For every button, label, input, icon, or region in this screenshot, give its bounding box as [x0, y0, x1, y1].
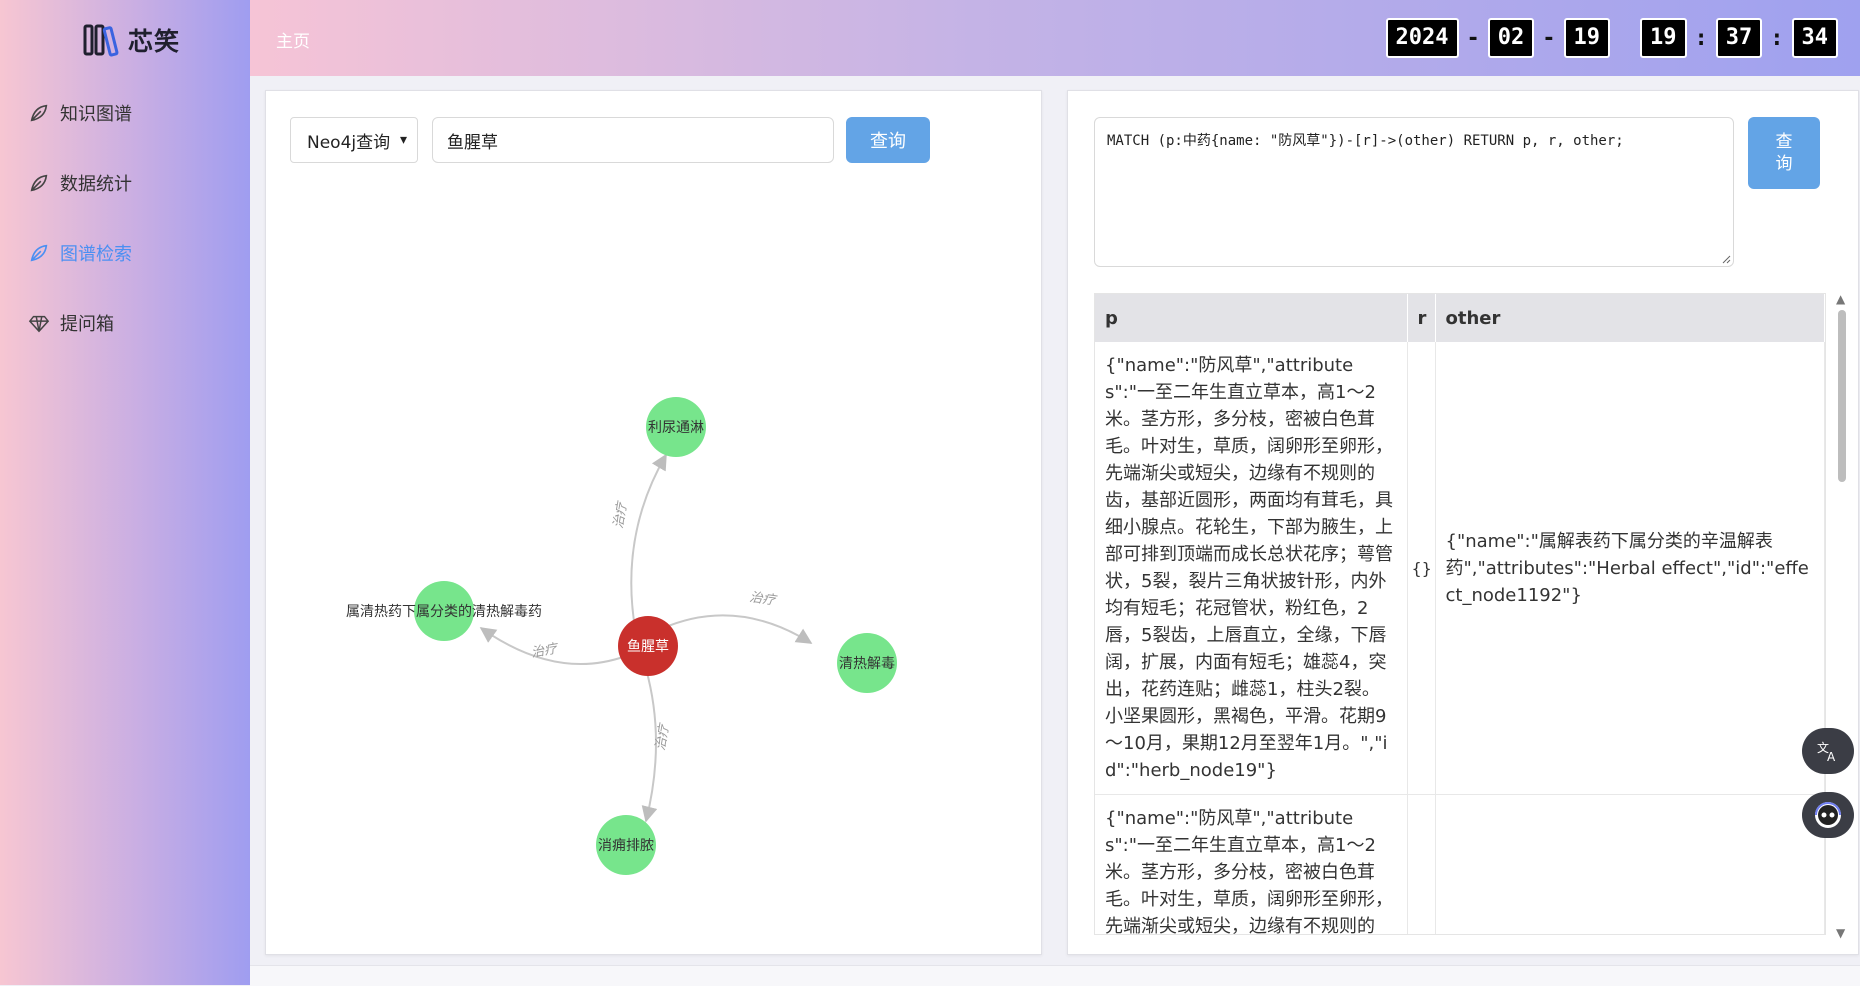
column-header: other: [1435, 294, 1825, 342]
breadcrumb[interactable]: 主页: [276, 32, 310, 52]
translate-button[interactable]: 文 A: [1802, 728, 1854, 774]
clock-year: 2024: [1385, 18, 1459, 58]
scroll-thumb[interactable]: [1838, 310, 1846, 482]
graph-edge: [641, 668, 658, 823]
clock-hour: 19: [1640, 18, 1687, 58]
assistant-button[interactable]: [1802, 792, 1854, 838]
results-table: p r other {"name":"防风草","attributes":"一至…: [1094, 293, 1826, 935]
table-cell: {}: [1407, 342, 1436, 795]
node-label: 属清热药下属分类的清热解毒药: [346, 604, 542, 620]
leaf-icon: [30, 244, 48, 262]
column-header: r: [1407, 294, 1436, 342]
sidebar-item-label: 提问箱: [60, 314, 114, 335]
app-logo[interactable]: 芯笑: [82, 22, 180, 58]
table-cell: {"name":"属解表药下属分类的辛温解表药","attributes":"H…: [1435, 342, 1825, 795]
graph-edge: [630, 453, 667, 645]
table-header-row: p r other: [1095, 294, 1825, 342]
robot-face-icon: [1815, 802, 1841, 828]
query-type-select[interactable]: Neo4j查询 ▾: [290, 117, 418, 163]
chevron-down-icon: ▾: [399, 132, 407, 148]
table-scrollbar[interactable]: ▲ ▼: [1836, 292, 1848, 940]
graph-edge: [479, 627, 627, 665]
clock-month: 02: [1487, 18, 1535, 58]
graph-node[interactable]: [596, 815, 656, 875]
logo-text: 芯笑: [128, 27, 181, 56]
sidebar-item-label: 知识图谱: [60, 104, 132, 125]
sidebar-item-knowledge-graph[interactable]: 知识图谱: [28, 100, 132, 126]
translate-icon: 文 A: [1817, 740, 1836, 764]
node-label: 利尿通淋: [648, 420, 704, 436]
sidebar-item-label: 数据统计: [60, 174, 132, 195]
digital-clock: 2024 - 02 - 19 19 : 37 : 34: [1385, 18, 1838, 58]
graph-node[interactable]: [414, 581, 474, 641]
clock-minute: 37: [1715, 18, 1763, 58]
sidebar: 芯笑 知识图谱 数据统计 图谱检索 提问箱: [0, 0, 250, 985]
svg-text:A: A: [1827, 750, 1836, 764]
edge-label: 治疗: [530, 641, 560, 661]
footer-strip: [250, 965, 1860, 986]
run-query-button[interactable]: 查询: [1748, 117, 1820, 189]
table-row: {"name":"防风草","attributes":"一至二年生直立草本，高1…: [1095, 342, 1825, 795]
resize-grip-icon[interactable]: [1721, 254, 1731, 264]
scroll-down-icon[interactable]: ▼: [1836, 926, 1846, 940]
knowledge-graph[interactable]: 治疗 治疗 治疗 治疗 利尿通淋 属清热药下属分类的清热解毒药 鱼腥草 清热解毒…: [266, 181, 1041, 951]
graph-panel: Neo4j查询 ▾ 鱼腥草 查询 治疗 治疗 治疗 治疗 利尿通淋 属清热药下属…: [265, 90, 1042, 955]
cypher-query-textarea[interactable]: MATCH (p:中药{name: "防风草"})-[r]->(other) R…: [1094, 117, 1734, 267]
node-label: 消痈排脓: [598, 837, 654, 854]
books-logo-icon: [83, 24, 119, 57]
top-header: 主页 2024 - 02 - 19 19 : 37 : 34: [250, 0, 1860, 76]
leaf-icon: [30, 174, 48, 192]
sidebar-item-graph-search[interactable]: 图谱检索: [28, 240, 132, 266]
svg-text:文: 文: [1817, 740, 1829, 755]
table-row: {"name":"防风草","attributes":"一至二年生直立草本，高1…: [1095, 794, 1825, 934]
run-button-label: 查询: [1775, 132, 1793, 174]
sidebar-item-label: 图谱检索: [60, 244, 132, 265]
edge-label: 治疗: [748, 590, 778, 609]
graph-edge: [660, 614, 813, 644]
leaf-icon: [30, 104, 48, 122]
table-cell: [1407, 794, 1436, 934]
cypher-query-text: MATCH (p:中药{name: "防风草"})-[r]->(other) R…: [1107, 133, 1624, 149]
diamond-icon: [28, 315, 50, 333]
search-button[interactable]: 查询: [846, 117, 930, 163]
table-cell: [1435, 794, 1825, 934]
scroll-up-icon[interactable]: ▲: [1836, 292, 1846, 306]
search-input[interactable]: 鱼腥草: [432, 117, 834, 163]
edge-label: 治疗: [653, 722, 673, 752]
sidebar-item-statistics[interactable]: 数据统计: [28, 170, 132, 196]
graph-node[interactable]: [837, 633, 897, 693]
graph-node[interactable]: [646, 397, 706, 457]
node-label: 清热解毒: [839, 656, 895, 672]
sidebar-item-question-box[interactable]: 提问箱: [28, 310, 114, 336]
center-node-label: 鱼腥草: [627, 638, 669, 655]
graph-center-node[interactable]: [618, 616, 678, 676]
table-cell: {"name":"防风草","attributes":"一至二年生直立草本，高1…: [1095, 342, 1408, 795]
clock-second: 34: [1791, 18, 1838, 58]
cypher-panel: MATCH (p:中药{name: "防风草"})-[r]->(other) R…: [1067, 90, 1859, 955]
table-cell: {"name":"防风草","attributes":"一至二年生直立草本，高1…: [1095, 794, 1408, 934]
clock-day: 19: [1563, 18, 1610, 58]
column-header: p: [1095, 294, 1408, 342]
select-value: Neo4j查询: [307, 132, 391, 153]
edge-label: 治疗: [611, 500, 631, 530]
